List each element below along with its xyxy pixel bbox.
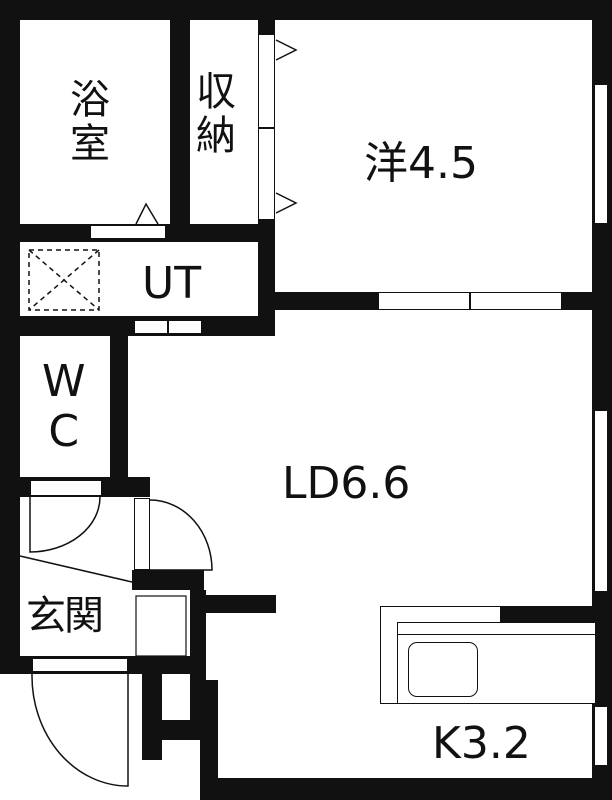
room-label-kitchen: K3.2 [432,718,531,769]
sliding-door-western-b [470,292,562,310]
door-marker-icon [275,192,298,214]
window-kitchen-right [594,706,608,766]
door-swing-entrance-icon [31,673,129,787]
window-storage-top [258,34,275,128]
window-western-right [594,84,608,224]
room-label-toilet: W C [42,356,86,458]
door-ut-a [134,320,168,334]
wall-bottom [200,778,612,800]
door-ld [134,498,150,570]
door-bath [90,225,166,239]
wall-ld-stub [190,595,276,613]
room-label-utility: UT [142,258,202,309]
window-storage-bottom [258,128,275,220]
sliding-door-western-a [378,292,470,310]
room-label-entrance: 玄関 [26,593,104,639]
door-wc [30,480,102,496]
window-ld-right [594,410,608,592]
kitchen-sink [408,642,478,697]
washing-machine-pan-icon [28,249,100,311]
room-label-bathroom: 浴 室 [70,77,110,167]
wall-lower-step [200,680,218,800]
door-swing-wc-icon [29,496,101,553]
door-ut-b [168,320,202,334]
wall-top [0,0,612,20]
room-label-western: 洋4.5 [364,138,478,189]
room-label-storage: 収 納 [196,69,236,159]
wall-left-upper [0,0,20,672]
wall-entrance-post [132,570,204,590]
room-label-ld: LD6.6 [282,458,411,509]
entrance-step-line [19,555,133,583]
door-entrance [32,658,128,672]
door-swing-ld-icon [149,499,213,571]
door-marker-icon [135,202,159,225]
wall-bath-storage [170,0,190,240]
door-marker-icon [275,39,298,61]
wall-shoe-bottom [142,720,202,740]
wall-wc-right [110,316,128,496]
kitchen-counter-back [500,606,596,624]
